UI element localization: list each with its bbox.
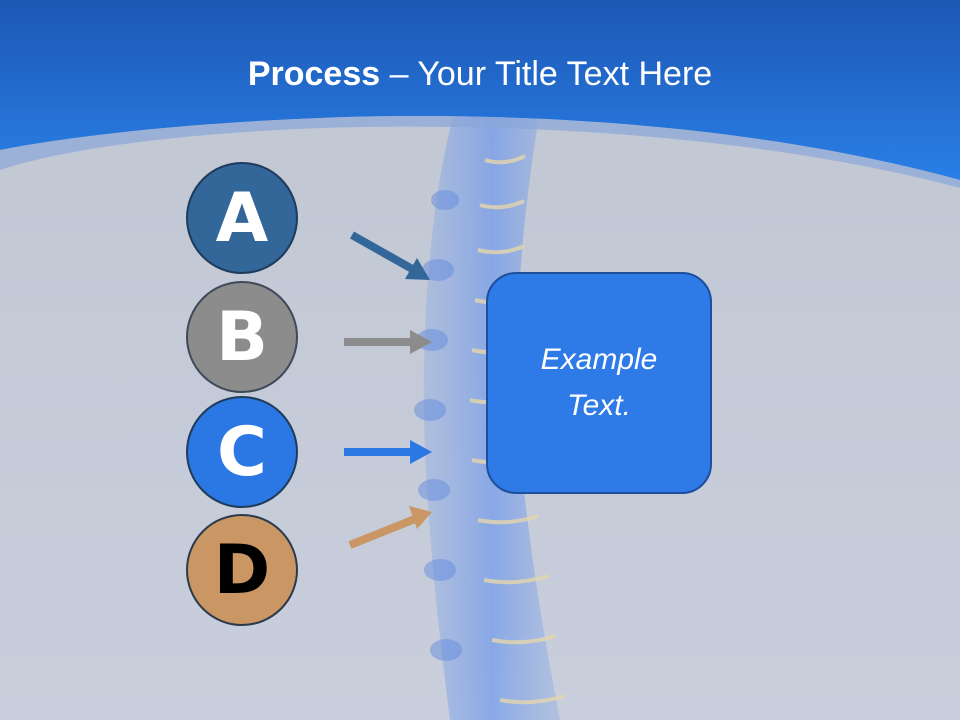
- arrow-a: [350, 231, 430, 280]
- step-d-letter: D: [213, 530, 271, 610]
- arrow-d: [348, 506, 432, 549]
- step-b-letter: B: [216, 297, 268, 377]
- example-text-box: Example Text.: [486, 272, 712, 494]
- arrow-c: [344, 440, 432, 464]
- example-text: Example Text.: [541, 337, 658, 429]
- step-a-letter: A: [215, 178, 269, 258]
- slide-title: Process – Your Title Text Here: [0, 52, 960, 96]
- title-bold-text: Process: [247, 55, 381, 93]
- step-c-circle: C: [186, 396, 298, 508]
- step-a-circle: A: [186, 162, 298, 274]
- step-c-letter: C: [217, 412, 267, 492]
- step-b-circle: B: [186, 281, 298, 393]
- example-text-line-1: Example: [540, 343, 658, 376]
- example-text-line-2: Text.: [567, 389, 631, 422]
- step-d-circle: D: [186, 514, 298, 626]
- title-rest-text: – Your Title Text Here: [380, 55, 713, 93]
- arrow-b: [344, 330, 432, 354]
